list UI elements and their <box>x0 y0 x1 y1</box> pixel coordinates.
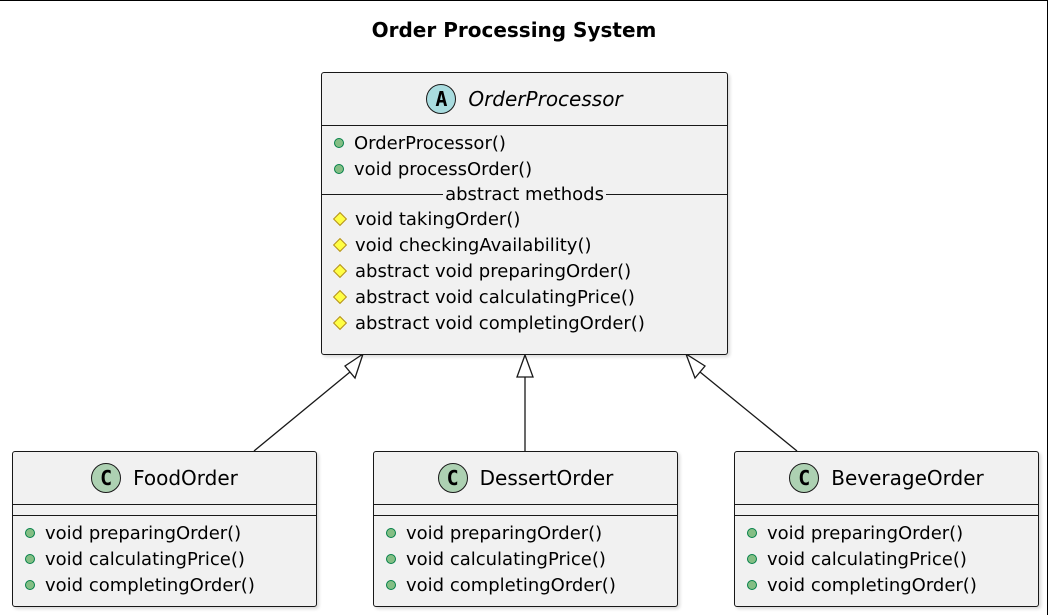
class-name: OrderProcessor <box>468 87 623 111</box>
class-header: C BeverageOrder <box>735 452 1038 505</box>
separator-label: abstract methods <box>445 183 604 205</box>
frame-top-border <box>0 0 1048 1</box>
inheritance-line-beverage <box>699 371 798 452</box>
method-signature: void takingOrder() <box>355 208 521 230</box>
method-compartment: void preparingOrder() void calculatingPr… <box>374 516 677 602</box>
public-visibility-icon <box>386 528 396 538</box>
inheritance-line-food <box>253 371 351 452</box>
public-visibility-icon <box>386 580 396 590</box>
class-icon: C <box>91 463 122 493</box>
method-compartment: OrderProcessor() void processOrder() abs… <box>322 126 728 340</box>
method-signature: void processOrder() <box>354 158 533 180</box>
protected-visibility-icon <box>332 237 348 253</box>
abstract-class-icon: A <box>426 84 457 114</box>
method-signature: void completingOrder() <box>767 574 977 596</box>
method-row: void calculatingPrice() <box>747 546 1028 572</box>
public-visibility-icon <box>747 580 757 590</box>
method-row: void preparingOrder() <box>25 520 306 546</box>
class-dessert-order[interactable]: C DessertOrder void preparingOrder() voi… <box>373 451 678 607</box>
method-row: void preparingOrder() <box>386 520 667 546</box>
method-compartment: void preparingOrder() void calculatingPr… <box>735 516 1038 602</box>
public-visibility-icon <box>25 580 35 590</box>
public-visibility-icon <box>386 554 396 564</box>
method-row: void completingOrder() <box>25 572 306 598</box>
method-signature: void checkingAvailability() <box>355 234 592 256</box>
protected-visibility-icon <box>332 263 348 279</box>
protected-visibility-icon <box>332 289 348 305</box>
method-row: void checkingAvailability() <box>332 232 717 258</box>
method-signature: void calculatingPrice() <box>45 548 245 570</box>
method-row: void completingOrder() <box>386 572 667 598</box>
field-compartment <box>13 505 316 516</box>
class-icon: C <box>789 463 820 493</box>
method-separator: abstract methods <box>322 182 728 206</box>
public-visibility-icon <box>25 528 35 538</box>
method-signature: void completingOrder() <box>406 574 616 596</box>
class-name: BeverageOrder <box>831 466 984 490</box>
method-signature: void preparingOrder() <box>45 522 242 544</box>
method-row: abstract void completingOrder() <box>332 310 717 336</box>
public-visibility-icon <box>747 554 757 564</box>
separator-rule <box>322 193 444 195</box>
method-row: void processOrder() <box>334 156 717 182</box>
inheritance-arrow-food <box>344 352 365 380</box>
public-visibility-icon <box>747 528 757 538</box>
class-name: DessertOrder <box>479 466 614 490</box>
class-icon: C <box>437 463 468 493</box>
field-compartment <box>735 505 1038 516</box>
method-row: void completingOrder() <box>747 572 1028 598</box>
diagram-title: Order Processing System <box>371 18 657 42</box>
method-signature: void calculatingPrice() <box>767 548 967 570</box>
method-row: OrderProcessor() <box>334 130 717 156</box>
method-row: void calculatingPrice() <box>386 546 667 572</box>
method-row: abstract void calculatingPrice() <box>332 284 717 310</box>
method-signature: abstract void preparingOrder() <box>355 260 632 282</box>
method-row: void calculatingPrice() <box>25 546 306 572</box>
class-name: FoodOrder <box>133 466 238 490</box>
method-signature: void calculatingPrice() <box>406 548 606 570</box>
protected-visibility-icon <box>332 315 348 331</box>
inheritance-arrow-beverage <box>684 352 706 380</box>
method-signature: OrderProcessor() <box>354 132 506 154</box>
class-order-processor[interactable]: A OrderProcessor OrderProcessor() void p… <box>321 72 728 355</box>
method-row: void takingOrder() <box>332 206 717 232</box>
class-header: C DessertOrder <box>374 452 677 505</box>
class-header: A OrderProcessor <box>322 73 727 126</box>
public-visibility-icon <box>334 164 344 174</box>
protected-visibility-icon <box>332 211 348 227</box>
field-compartment <box>374 505 677 516</box>
method-signature: void preparingOrder() <box>767 522 964 544</box>
method-signature: abstract void calculatingPrice() <box>355 286 635 308</box>
public-visibility-icon <box>25 554 35 564</box>
method-row: void preparingOrder() <box>747 520 1028 546</box>
class-header: C FoodOrder <box>13 452 316 505</box>
class-beverage-order[interactable]: C BeverageOrder void preparingOrder() vo… <box>734 451 1039 607</box>
class-food-order[interactable]: C FoodOrder void preparingOrder() void c… <box>12 451 317 607</box>
method-signature: void preparingOrder() <box>406 522 603 544</box>
public-visibility-icon <box>334 138 344 148</box>
method-signature: void completingOrder() <box>45 574 255 596</box>
method-row: abstract void preparingOrder() <box>332 258 717 284</box>
inheritance-arrow-dessert <box>516 353 534 378</box>
separator-rule <box>605 193 728 195</box>
method-signature: abstract void completingOrder() <box>355 312 645 334</box>
method-compartment: void preparingOrder() void calculatingPr… <box>13 516 316 602</box>
